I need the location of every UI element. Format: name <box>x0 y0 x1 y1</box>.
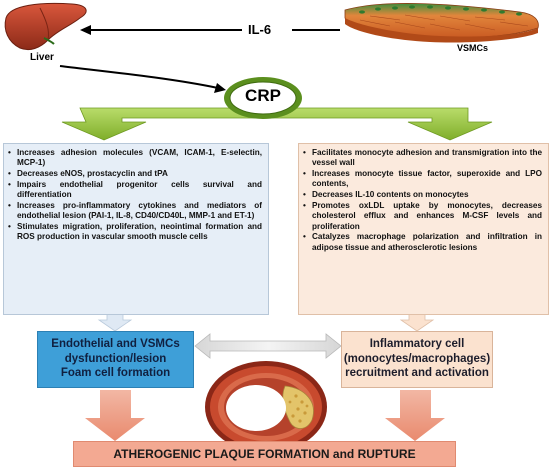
box-line: Inflammatory cell <box>369 338 465 350</box>
list-item: Increases pro-inflammatory cytokines and… <box>8 201 262 222</box>
liver-icon <box>4 2 87 51</box>
liver-label: Liver <box>30 52 54 63</box>
box-line: recruitment and activation <box>345 367 489 379</box>
list-item: Promotes oxLDL uptake by monocytes, decr… <box>303 201 542 232</box>
crp-label: CRP <box>245 86 281 105</box>
box-line: Endothelial and VSMCs <box>51 338 180 350</box>
monocyte-effects-panel: Facilitates monocyte adhesion and transm… <box>298 143 549 315</box>
left-bottom-arrow <box>85 390 145 441</box>
artery-cross-section-icon <box>205 361 327 453</box>
list-item: Decreases eNOS, prostacyclin and tPA <box>8 169 262 180</box>
list-item: Decreases IL-10 contents on monocytes <box>303 190 542 201</box>
endothelial-effects-panel: Increases adhesion molecules (VCAM, ICAM… <box>3 143 269 315</box>
list-item: Increases adhesion molecules (VCAM, ICAM… <box>8 148 262 169</box>
endothelial-dysfunction-box: Endothelial and VSMCs dysfunction/lesion… <box>37 331 194 388</box>
right-bottom-arrow <box>385 390 445 441</box>
endothelial-effects-list: Increases adhesion molecules (VCAM, ICAM… <box>4 144 268 243</box>
il6-label: IL-6 <box>248 22 272 37</box>
list-item: Facilitates monocyte adhesion and transm… <box>303 148 542 169</box>
crp-oval <box>224 77 302 119</box>
crp-split-arrow <box>61 107 493 141</box>
list-item: Increases monocyte tissue factor, supero… <box>303 169 542 190</box>
inflammatory-recruitment-box: Inflammatory cell (monocytes/macrophages… <box>341 331 493 388</box>
il6-arrow <box>80 25 340 35</box>
list-item: Catalyzes macrophage polarization and in… <box>303 232 542 253</box>
right-down-arrow <box>399 313 435 332</box>
box-line: Foam cell formation <box>60 367 171 379</box>
list-item: Impairs endothelial progenitor cells sur… <box>8 180 262 201</box>
left-down-arrow <box>97 313 133 332</box>
monocyte-effects-list: Facilitates monocyte adhesion and transm… <box>299 144 548 253</box>
box-line: dysfunction/lesion <box>64 352 167 365</box>
liver-to-crp-arrow <box>59 65 226 93</box>
list-item: Stimulates migration, proliferation, neo… <box>8 222 262 243</box>
bidirectional-arrow <box>194 333 342 359</box>
box-line: (monocytes/macrophages) <box>343 352 491 365</box>
vsmcs-label: VSMCs <box>457 43 489 53</box>
plaque-formation-banner: ATHEROGENIC PLAQUE FORMATION and RUPTURE <box>73 441 456 467</box>
vsmc-icon <box>344 3 539 43</box>
